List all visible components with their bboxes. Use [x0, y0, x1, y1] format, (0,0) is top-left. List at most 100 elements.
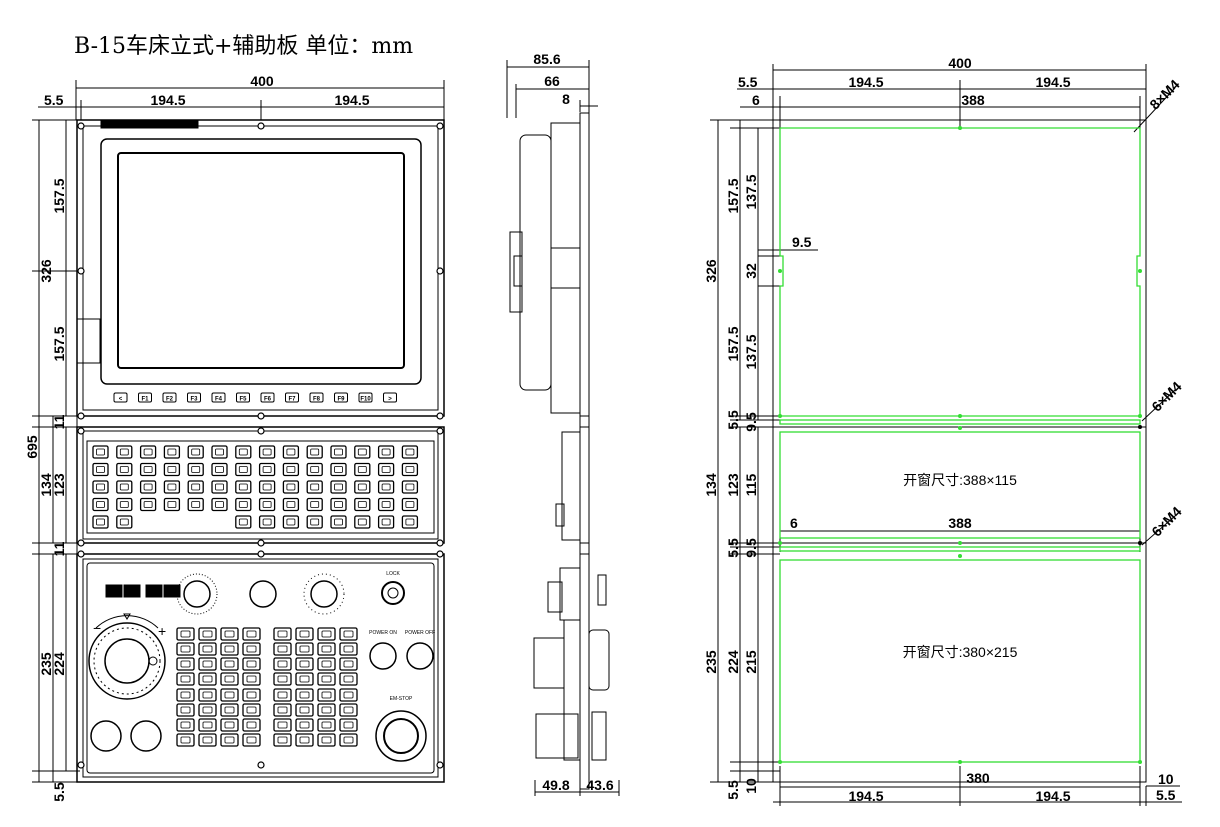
- keyboard-key[interactable]: [92, 462, 109, 477]
- operator-key[interactable]: [339, 672, 358, 686]
- keyboard-key[interactable]: [330, 445, 347, 459]
- operator-key[interactable]: [317, 642, 336, 656]
- softkey[interactable]: F2: [162, 392, 177, 403]
- keyboard-key[interactable]: [163, 462, 181, 477]
- feed-override-knob[interactable]: [183, 580, 211, 608]
- keyboard-key[interactable]: [211, 497, 228, 512]
- operator-key[interactable]: [198, 703, 217, 717]
- operator-key[interactable]: [242, 642, 261, 656]
- keyboard-key[interactable]: [187, 445, 204, 459]
- keyboard-key[interactable]: [211, 480, 228, 494]
- operator-key[interactable]: [273, 657, 292, 671]
- keyboard-key[interactable]: [116, 462, 133, 477]
- keyboard-key[interactable]: [258, 480, 276, 494]
- keyboard-key[interactable]: [258, 515, 276, 529]
- operator-key[interactable]: [273, 733, 292, 747]
- operator-key[interactable]: [339, 627, 358, 641]
- operator-key[interactable]: [295, 718, 314, 732]
- operator-key[interactable]: [220, 688, 239, 702]
- keyboard-key[interactable]: [258, 445, 276, 459]
- keyboard-key[interactable]: [187, 462, 204, 477]
- keyboard-key[interactable]: [401, 497, 419, 512]
- operator-key[interactable]: [198, 657, 217, 671]
- spindle-override-knob[interactable]: [310, 580, 338, 608]
- operator-key[interactable]: [273, 672, 292, 686]
- keyboard-key[interactable]: [235, 497, 252, 512]
- operator-key[interactable]: [273, 703, 292, 717]
- softkey[interactable]: F7: [285, 392, 299, 403]
- keyboard-key[interactable]: [116, 445, 133, 459]
- keyboard-key[interactable]: [282, 445, 300, 459]
- operator-key[interactable]: [242, 627, 261, 641]
- operator-key[interactable]: [220, 703, 239, 717]
- keyboard-key[interactable]: [235, 462, 252, 477]
- keyboard-key[interactable]: [187, 497, 204, 512]
- keyboard-key[interactable]: [258, 462, 276, 477]
- keyboard-key[interactable]: [354, 462, 371, 477]
- keyboard-key[interactable]: [330, 497, 347, 512]
- keyboard-key[interactable]: [211, 445, 228, 459]
- keyboard-key[interactable]: [306, 445, 323, 459]
- softkey[interactable]: F4: [211, 392, 226, 403]
- operator-key[interactable]: [339, 657, 358, 671]
- operator-key[interactable]: [295, 657, 314, 671]
- aux-button-2[interactable]: [130, 720, 162, 752]
- aux-button-1[interactable]: [90, 720, 122, 752]
- operator-key[interactable]: [317, 672, 336, 686]
- operator-key[interactable]: [295, 733, 314, 747]
- softkey[interactable]: F5: [236, 392, 250, 403]
- keyboard-key[interactable]: [116, 497, 133, 512]
- keyboard-key[interactable]: [330, 462, 347, 477]
- operator-key[interactable]: [198, 688, 217, 702]
- operator-key[interactable]: [198, 627, 217, 641]
- operator-key[interactable]: [242, 688, 261, 702]
- operator-key[interactable]: [295, 672, 314, 686]
- operator-key[interactable]: [295, 688, 314, 702]
- operator-key[interactable]: [198, 733, 217, 747]
- operator-key[interactable]: [220, 718, 239, 732]
- keyboard-key[interactable]: [330, 480, 347, 494]
- power-on-button[interactable]: [369, 642, 397, 670]
- keyboard-key[interactable]: [235, 515, 252, 529]
- rapid-override-knob[interactable]: [249, 580, 277, 608]
- keyboard-key[interactable]: [139, 480, 157, 494]
- operator-key[interactable]: [317, 733, 336, 747]
- softkey[interactable]: F8: [309, 392, 324, 403]
- keyboard-key[interactable]: [377, 515, 395, 529]
- softkey[interactable]: F9: [334, 392, 348, 403]
- operator-key[interactable]: [220, 627, 239, 641]
- keyboard-key[interactable]: [139, 462, 157, 477]
- keyboard-key[interactable]: [235, 445, 252, 459]
- power-off-button[interactable]: [406, 642, 434, 670]
- keyboard-key[interactable]: [282, 515, 300, 529]
- keyboard-key[interactable]: [354, 445, 371, 459]
- softkey[interactable]: F6: [260, 392, 275, 403]
- operator-key[interactable]: [339, 733, 358, 747]
- estop-button[interactable]: [383, 718, 419, 754]
- softkey[interactable]: <: [113, 392, 128, 403]
- operator-key[interactable]: [176, 733, 195, 747]
- operator-key[interactable]: [242, 733, 261, 747]
- operator-key[interactable]: [295, 703, 314, 717]
- operator-key[interactable]: [339, 688, 358, 702]
- operator-key[interactable]: [273, 688, 292, 702]
- keyboard-key[interactable]: [282, 497, 300, 512]
- keyboard-key[interactable]: [116, 515, 133, 529]
- operator-key[interactable]: [273, 627, 292, 641]
- keyboard-key[interactable]: [354, 497, 371, 512]
- keyboard-key[interactable]: [92, 497, 109, 512]
- keyboard-key[interactable]: [163, 445, 181, 459]
- operator-key[interactable]: [198, 672, 217, 686]
- keyboard-key[interactable]: [163, 497, 181, 512]
- operator-key[interactable]: [176, 672, 195, 686]
- keyboard-key[interactable]: [401, 462, 419, 477]
- operator-key[interactable]: [317, 688, 336, 702]
- keyboard-key[interactable]: [330, 515, 347, 529]
- operator-key[interactable]: [176, 657, 195, 671]
- operator-key[interactable]: [198, 718, 217, 732]
- operator-key[interactable]: [317, 703, 336, 717]
- softkey[interactable]: F3: [187, 392, 201, 403]
- operator-key[interactable]: [273, 718, 292, 732]
- keyboard-key[interactable]: [306, 497, 323, 512]
- handwheel[interactable]: [104, 638, 150, 684]
